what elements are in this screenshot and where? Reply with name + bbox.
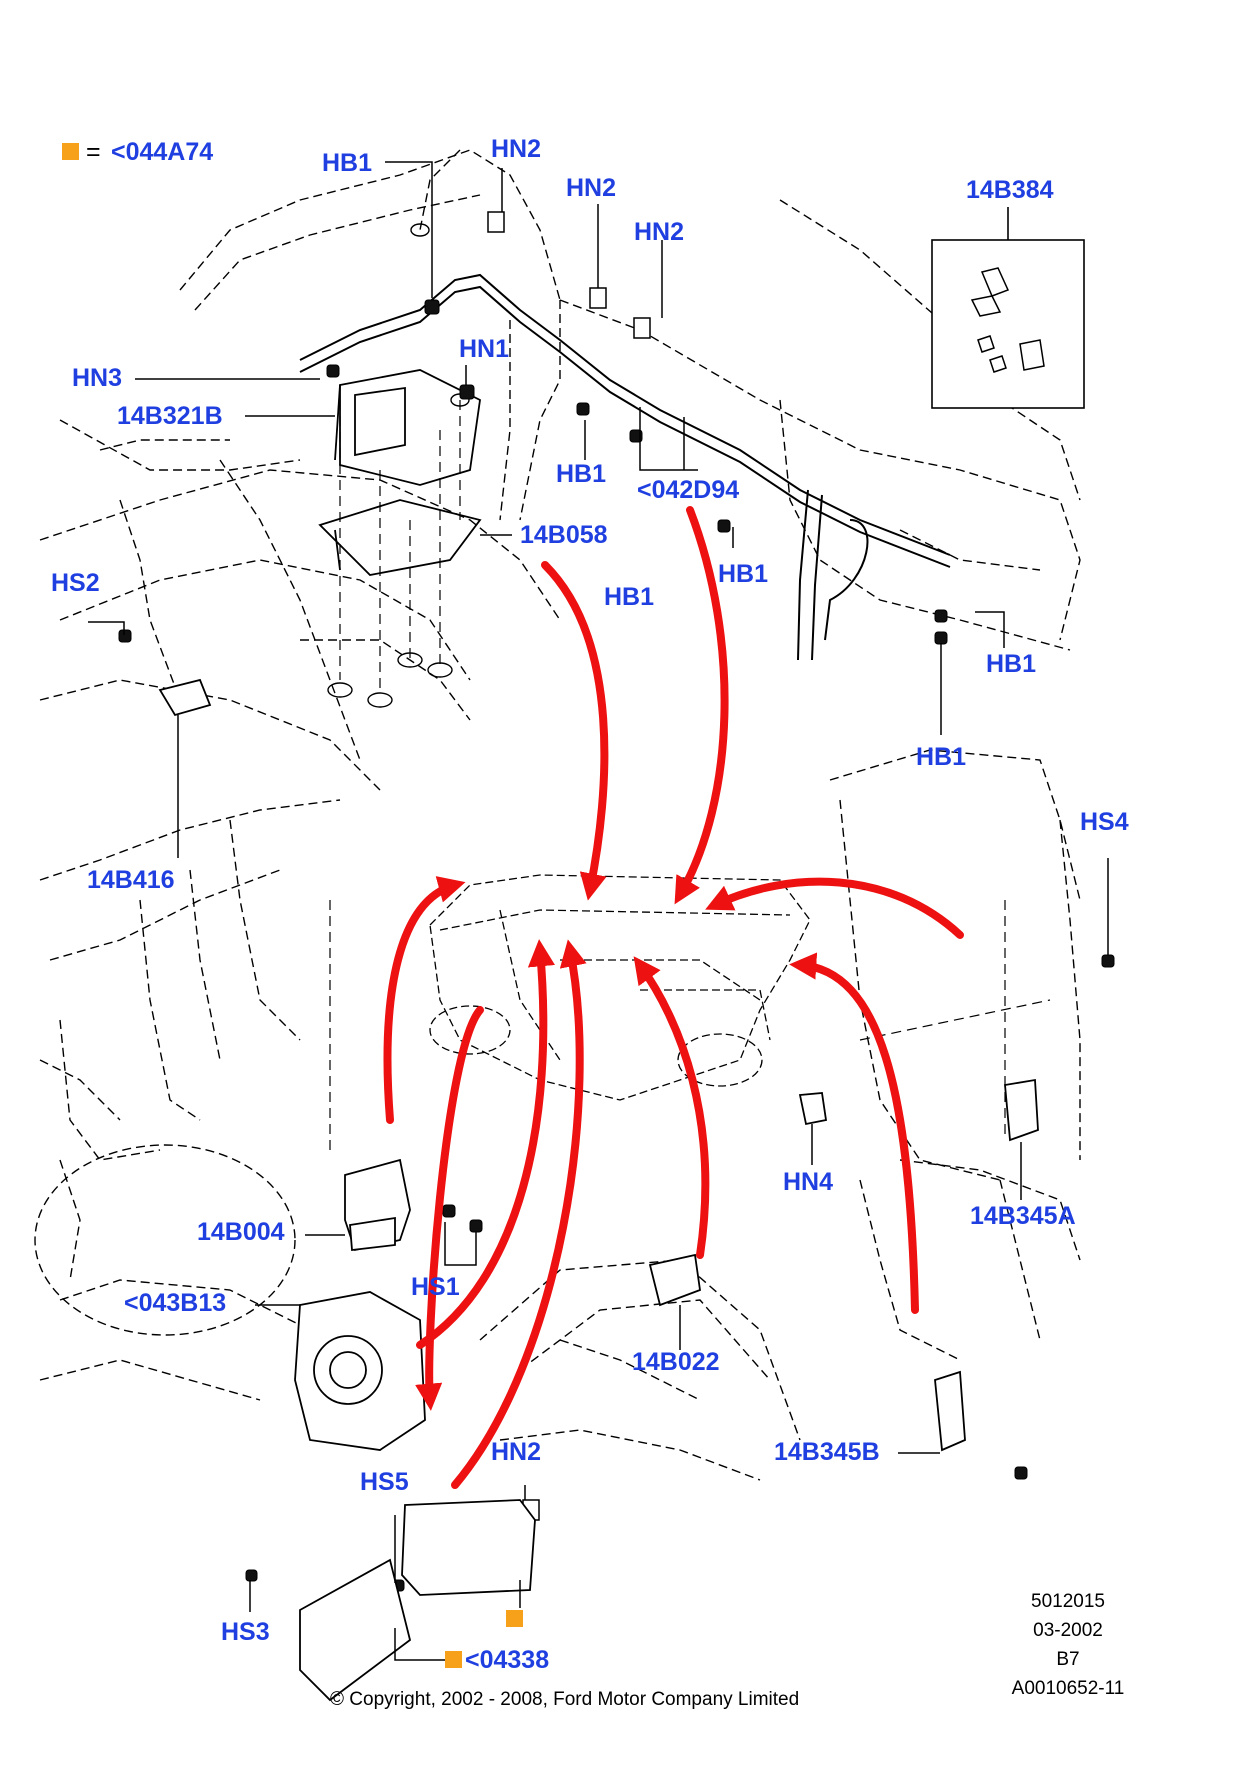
callout-hn3[interactable]: HN3	[72, 364, 123, 392]
doc-number: 5012015	[1031, 1591, 1105, 1612]
callout-14b384[interactable]: 14B384	[966, 176, 1054, 204]
marker-swatch-04338	[445, 1651, 462, 1668]
callout-04338[interactable]: <04338	[465, 1646, 550, 1674]
doc-ref: A0010652-11	[1011, 1678, 1125, 1699]
vehicle-silhouette	[429, 874, 811, 1101]
callout-14b004[interactable]: 14B004	[197, 1218, 285, 1246]
hn2-clips	[487, 211, 651, 1521]
location-arrows	[383, 506, 964, 1489]
curtain-airbag-harness	[299, 273, 951, 661]
callout-14b321b[interactable]: 14B321B	[117, 402, 223, 430]
legend-marker-swatch	[62, 143, 79, 160]
callout-042d94[interactable]: <042D94	[637, 476, 740, 504]
vehicle-structure-outline	[34, 149, 1081, 1481]
callout-hs4[interactable]: HS4	[1080, 808, 1129, 836]
callout-hb1-top[interactable]: HB1	[322, 149, 373, 177]
callout-hn2-c[interactable]: HN2	[634, 218, 685, 246]
copyright-notice: © Copyright, 2002 - 2008, Ford Motor Com…	[330, 1689, 800, 1710]
component-outlines	[158, 678, 1039, 1702]
callout-hb1-right[interactable]: HB1	[718, 560, 769, 588]
legend-code[interactable]: <044A74	[111, 138, 214, 166]
callout-hn2-low[interactable]: HN2	[491, 1438, 542, 1466]
doc-date: 03-2002	[1033, 1620, 1103, 1641]
callout-14b345b[interactable]: 14B345B	[774, 1438, 880, 1466]
callout-hn2-b[interactable]: HN2	[566, 174, 617, 202]
assembly-guide-lines	[329, 400, 1051, 1150]
callout-hb1-far-right[interactable]: HB1	[986, 650, 1037, 678]
kit-box-14b384	[931, 207, 1085, 409]
callout-043b13[interactable]: <043B13	[124, 1289, 227, 1317]
callout-hb1-low[interactable]: HB1	[604, 583, 655, 611]
callout-hb1-bottom[interactable]: HB1	[916, 743, 967, 771]
callout-14b058[interactable]: 14B058	[520, 521, 608, 549]
callout-hs2[interactable]: HS2	[51, 569, 100, 597]
mounting-holes	[327, 223, 470, 708]
legend-eq: =	[86, 138, 101, 166]
marker-swatch-passenger-airbag	[506, 1610, 523, 1627]
callout-hb1-mid[interactable]: HB1	[556, 460, 607, 488]
callout-leaders	[88, 161, 1109, 1661]
callout-14b345a[interactable]: 14B345A	[970, 1202, 1076, 1230]
bolts-and-clips	[118, 299, 1115, 1592]
callout-hs1[interactable]: HS1	[411, 1273, 460, 1301]
callout-hn1[interactable]: HN1	[459, 335, 510, 363]
callout-hn4[interactable]: HN4	[783, 1168, 834, 1196]
callout-14b022[interactable]: 14B022	[632, 1348, 720, 1376]
callout-hs3[interactable]: HS3	[221, 1618, 270, 1646]
doc-code: B7	[1056, 1649, 1080, 1670]
callout-14b416[interactable]: 14B416	[87, 866, 175, 894]
callout-hn2-a[interactable]: HN2	[491, 135, 542, 163]
callout-hs5[interactable]: HS5	[360, 1468, 409, 1496]
module-and-bracket	[318, 369, 482, 576]
